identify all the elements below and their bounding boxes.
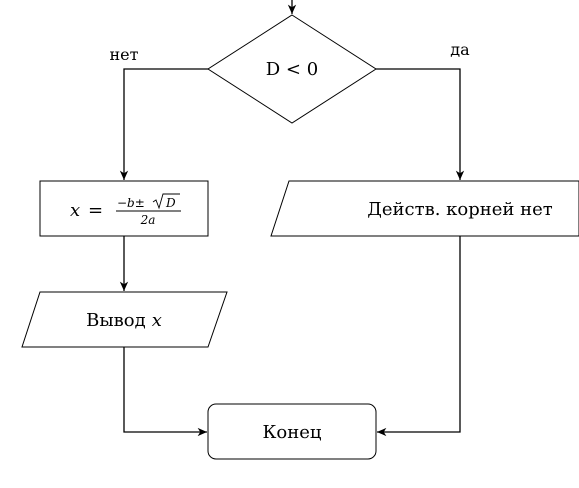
sqrt-sign bbox=[152, 193, 180, 210]
edge-no-roots-to-end bbox=[377, 236, 461, 437]
compute-numerator: −b± bbox=[117, 196, 145, 210]
no-roots-label: Действ. корней нет bbox=[367, 199, 553, 220]
compute-sqrt-arg: D bbox=[165, 196, 176, 210]
no-branch-label: нет bbox=[110, 45, 139, 64]
edge-output-to-end bbox=[123, 347, 207, 437]
edge-no-branch bbox=[119, 68, 208, 180]
compute-lhs: x bbox=[70, 200, 80, 221]
compute-equals: = bbox=[88, 200, 103, 221]
yes-branch-label: да bbox=[450, 40, 470, 59]
decision-condition: D < 0 bbox=[266, 59, 318, 80]
end-node: Конец bbox=[207, 403, 377, 460]
decision-node: D < 0 bbox=[207, 14, 377, 124]
end-label: Конец bbox=[263, 422, 322, 443]
compute-roots-node: x = −b± D 2a bbox=[39, 180, 209, 237]
compute-denominator: 2a bbox=[140, 213, 156, 227]
no-roots-node: Действ. корней нет bbox=[270, 180, 579, 237]
edge-yes-branch bbox=[376, 68, 465, 180]
